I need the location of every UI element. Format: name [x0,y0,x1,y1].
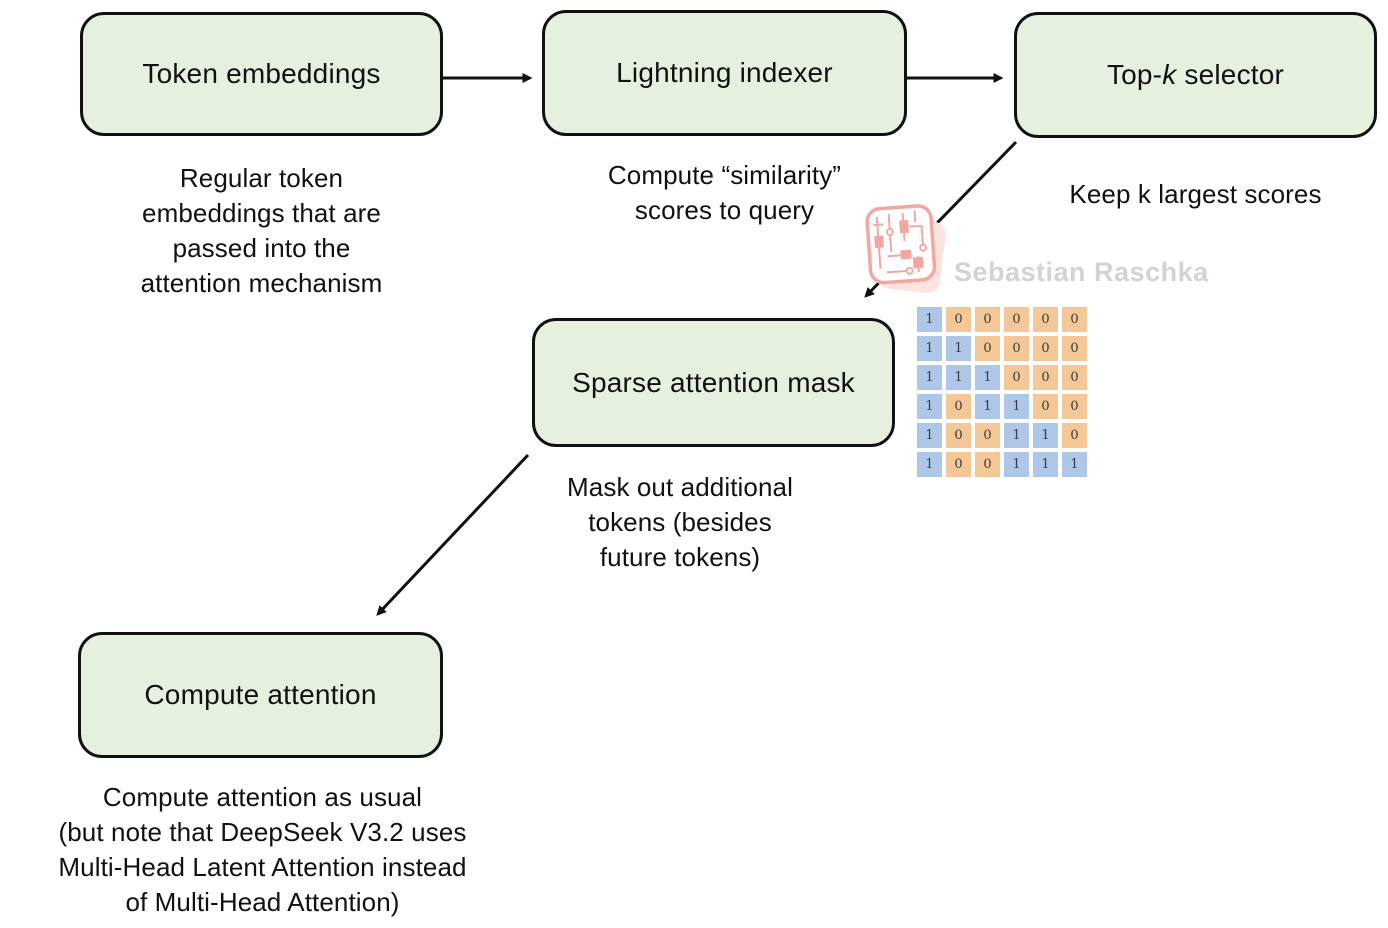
caption-sparse-attention-mask: Mask out additional tokens (besides futu… [567,472,793,572]
mask-cell: 1 [1004,452,1029,477]
mask-cell: 0 [975,452,1000,477]
mask-cell: 0 [1004,307,1029,332]
mask-cell: 0 [1004,365,1029,390]
node-lightning-indexer-label: Lightning indexer [616,57,833,88]
mask-cell: 1 [917,336,942,361]
node-compute-attention[interactable]: Compute attention [78,632,443,758]
circuit-board-logo-icon [861,201,953,299]
node-sparse-attention-mask-label: Sparse attention mask [572,366,855,398]
mask-cell: 0 [1033,336,1058,361]
mask-cell: 0 [1033,307,1058,332]
mask-cell: 0 [946,423,971,448]
mask-cell: 0 [975,423,1000,448]
mask-cell: 1 [946,336,971,361]
mask-cell: 0 [1062,336,1087,361]
node-lightning-indexer[interactable]: Lightning indexer [542,10,907,136]
mask-cell: 0 [946,307,971,332]
node-topk-selector[interactable]: Top-k selector [1014,12,1377,138]
mask-cell: 1 [1004,423,1029,448]
mask-cell: 1 [917,423,942,448]
mask-cell: 0 [1062,307,1087,332]
mask-cell: 1 [1004,394,1029,419]
mask-cell: 0 [946,394,971,419]
mask-cell: 0 [1033,365,1058,390]
mask-cell: 0 [975,307,1000,332]
mask-cell: 0 [1062,365,1087,390]
node-sparse-attention-mask[interactable]: Sparse attention mask [532,318,895,447]
caption-compute-attention: Compute attention as usual (but note tha… [58,782,467,917]
caption-token-embeddings: Regular token embeddings that are passed… [140,163,383,298]
mask-cell: 1 [917,394,942,419]
mask-cell: 1 [975,394,1000,419]
mask-cell: 1 [917,452,942,477]
mask-cell: 1 [1033,452,1058,477]
caption-lightning-indexer: Compute “similarity” scores to query [607,160,842,225]
mask-cell: 1 [975,365,1000,390]
node-topk-selector-label: Top-k selector [1106,59,1285,90]
mask-cell: 0 [946,452,971,477]
mask-cell: 0 [1033,394,1058,419]
node-compute-attention-label: Compute attention [144,679,377,710]
mask-cell: 1 [917,307,942,332]
node-token-embeddings[interactable]: Token embeddings [80,12,443,136]
mask-cell: 0 [1062,423,1087,448]
mask-cell: 0 [1004,336,1029,361]
mask-cell: 1 [1062,452,1087,477]
watermark-author: Sebastian Raschka [954,257,1209,287]
mask-cell: 1 [946,365,971,390]
mask-cell: 1 [917,365,942,390]
mask-cell: 1 [1033,423,1058,448]
mask-cell: 0 [1062,394,1087,419]
mask-cell: 0 [975,336,1000,361]
node-token-embeddings-label: Token embeddings [142,58,381,89]
caption-topk-selector: Keep k largest scores [1069,179,1322,209]
